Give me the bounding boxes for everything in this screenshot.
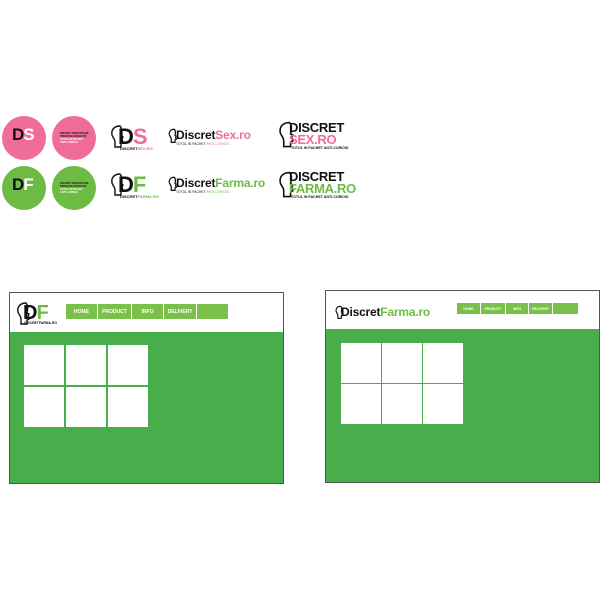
website-mockup-right: DiscretFarma.ro HOME PRODUCT INFO DELIVE… (325, 290, 600, 483)
wordmark-tag2: ANTI-CURIOSI (206, 142, 230, 146)
ds-tag-right: SEX.RO (137, 146, 153, 151)
green-text-circle: DISCRET DEPOZITARE PRODUSE DEDICATE TOTU… (52, 166, 96, 210)
head-profile-icon (168, 176, 177, 191)
pink-circle-line: DISCRET DEPOZITARE (60, 131, 89, 135)
discretfarma-wordmark-tag: TOTUL IN PACHET ANTI-CURIOSI (176, 190, 229, 194)
nav-empty[interactable] (553, 303, 578, 314)
pink-circle-line: PRODUSE DEDICATE (60, 134, 87, 138)
nav-delivery[interactable]: DELIVERY (164, 304, 197, 319)
nav-info[interactable]: INFO (132, 304, 164, 319)
wordmark-part1: Discret (176, 176, 216, 190)
discretsex-stacked-logo: DISCRET SEX.RO (289, 120, 344, 147)
green-circle-line: PRODUSE DEDICATE (60, 184, 87, 188)
df-tag-left: DISCRET (120, 194, 138, 199)
ds-monogram-s: S (132, 124, 148, 149)
head-profile-icon (17, 302, 30, 325)
main-nav: HOME PRODUCT INFO DELIVERY (66, 304, 228, 319)
wordmark-part2: Farma.ro (215, 176, 266, 190)
df-monogram-f: F (132, 172, 146, 197)
site-wordmark-part2: Farma.ro (380, 305, 431, 319)
green-circle-line: ANTI-CURIOSI (60, 191, 78, 195)
site-logo-d: D (23, 302, 37, 324)
df-monogram-tag: DISCRETFARMA.RO (120, 194, 159, 199)
ds-tag-left: DISCRET (120, 146, 138, 151)
product-tile[interactable] (423, 384, 463, 424)
df-circle-f: F (23, 175, 33, 194)
stack-line2: FARMA.RO (289, 180, 356, 196)
product-tile[interactable] (66, 345, 106, 385)
pink-circle-line: TOTUL IN PACHET (60, 138, 84, 141)
product-tile[interactable] (382, 384, 422, 424)
ds-monogram-d: D (118, 124, 134, 149)
wordmark-part1: Discret (176, 128, 216, 142)
nav-empty[interactable] (197, 304, 228, 319)
website-mockup-left: DF DISCRETFARMA.RO HOME PRODUCT INFO DEL… (9, 292, 284, 484)
site-logo-f: F (36, 302, 48, 324)
site-wordmark-part1: Discret (341, 305, 381, 319)
discretfarma-wordmark: DiscretFarma.ro (176, 176, 265, 190)
head-profile-icon (111, 125, 124, 148)
product-tile[interactable] (24, 345, 64, 385)
nav-product[interactable]: PRODUCT (98, 304, 132, 319)
head-profile-icon (279, 121, 294, 148)
site-logo[interactable]: DF (23, 302, 49, 324)
head-profile-icon (168, 128, 177, 143)
discretsex-stack-tag: TOTUL IN PACHET ANTI-CURIOSI (291, 146, 349, 150)
discretsex-wordmark-tag: TOTUL IN PACHET ANTI-CURIOSI (176, 142, 229, 146)
stack-line1: DISCRET (289, 120, 344, 135)
head-profile-icon (279, 171, 294, 198)
wordmark-part2: Sex.ro (215, 128, 251, 142)
site-wordmark-logo[interactable]: DiscretFarma.ro (341, 305, 430, 319)
nav-home[interactable]: HOME (457, 303, 481, 314)
ds-circle-d: D (12, 125, 24, 144)
wordmark-tag1: TOTUL IN PACHET (176, 142, 207, 146)
ds-monogram-tag: DISCRETSEX.RO (120, 146, 153, 151)
discretfarma-stack-tag: TOTUL IN PACHET ANTI-CURIOSI (291, 195, 349, 199)
product-tile[interactable] (423, 343, 463, 383)
product-tile[interactable] (24, 387, 64, 427)
nav-product[interactable]: PRODUCT (481, 303, 506, 314)
pink-circle-line: ANTI-CURIOSI (60, 141, 78, 145)
stack-line2: SEX.RO (289, 131, 337, 147)
product-tile[interactable] (66, 387, 106, 427)
wordmark-tag2: ANTI-CURIOSI (206, 190, 230, 194)
product-tile[interactable] (341, 343, 381, 383)
stack-line1: DISCRET (289, 169, 344, 184)
green-circle-line: DISCRET DEPOZITARE (60, 181, 89, 185)
pink-text-circle: DISCRET DEPOZITARE PRODUSE DEDICATE TOTU… (52, 116, 96, 160)
nav-delivery[interactable]: DELIVERY (529, 303, 553, 314)
head-profile-icon (111, 173, 124, 196)
nav-info[interactable]: INFO (506, 303, 529, 314)
discretfarma-stacked-logo: DISCRET FARMA.RO (289, 169, 356, 196)
main-nav: HOME PRODUCT INFO DELIVERY (457, 303, 578, 314)
nav-home[interactable]: HOME (66, 304, 98, 319)
head-profile-icon (335, 305, 343, 319)
ds-circle-s: S (23, 125, 34, 144)
product-tile[interactable] (108, 345, 148, 385)
green-circle-line: TOTUL IN PACHET (60, 188, 84, 191)
discretsex-wordmark: DiscretSex.ro (176, 128, 251, 142)
df-circle-d: D (12, 175, 24, 194)
product-tile[interactable] (341, 384, 381, 424)
df-monogram-d: D (118, 172, 134, 197)
content-area (10, 332, 283, 483)
product-tile[interactable] (382, 343, 422, 383)
wordmark-tag1: TOTUL IN PACHET (176, 190, 207, 194)
df-tag-right: FARMA.RO (137, 194, 159, 199)
content-area (326, 329, 599, 482)
site-logo-tag: DISCRETFARMA.RO (24, 321, 57, 325)
product-tile[interactable] (108, 387, 148, 427)
